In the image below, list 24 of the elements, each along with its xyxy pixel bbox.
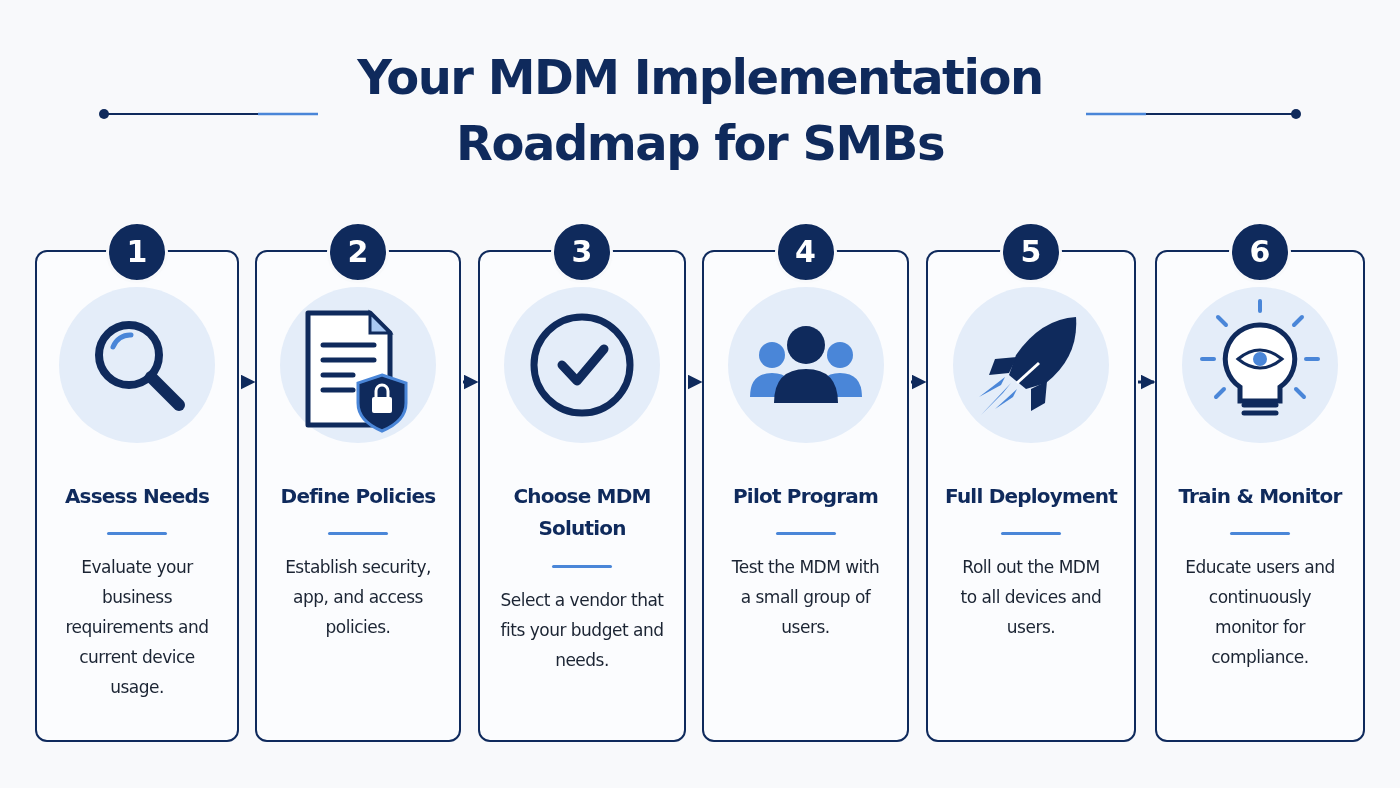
step-number-badge: 3 bbox=[551, 221, 613, 283]
step-description: Educate users and continuously monitor for compliance. bbox=[1184, 556, 1336, 669]
step-number-badge: 6 bbox=[1229, 221, 1291, 283]
step-description: Evaluate your business requirements and current device usage. bbox=[64, 556, 210, 699]
step-description: Select a vendor that fits your budget and needs. bbox=[499, 589, 665, 672]
step-number-badge: 2 bbox=[327, 221, 389, 283]
diagram-title: Your MDM Implementation Roadmap for SMBs bbox=[356, 48, 1044, 173]
step-heading: Define Policies bbox=[279, 483, 437, 510]
dotted-arrow bbox=[240, 374, 256, 390]
step-number-badge: 4 bbox=[774, 221, 837, 283]
step-description: Roll out the MDM to all devices and users. bbox=[959, 556, 1103, 639]
dotted-arrow bbox=[687, 374, 703, 390]
step-number-badge: 1 bbox=[106, 221, 168, 283]
dotted-arrow bbox=[911, 374, 927, 390]
step-description: Test the MDM with a small group of users. bbox=[730, 556, 881, 639]
step-heading: Assess Needs bbox=[63, 483, 211, 510]
step-number-badge: 5 bbox=[1000, 221, 1062, 283]
dotted-arrow bbox=[463, 374, 479, 390]
dotted-arrow bbox=[1138, 374, 1156, 390]
step-heading: Pilot Program bbox=[732, 483, 879, 510]
step-heading: Full Deployment bbox=[944, 483, 1119, 510]
step-description: Establish security, app, and access policies. bbox=[284, 556, 432, 639]
step-heading: Train & Monitor bbox=[1177, 483, 1344, 510]
step-heading: Choose MDM Solution bbox=[512, 483, 652, 542]
